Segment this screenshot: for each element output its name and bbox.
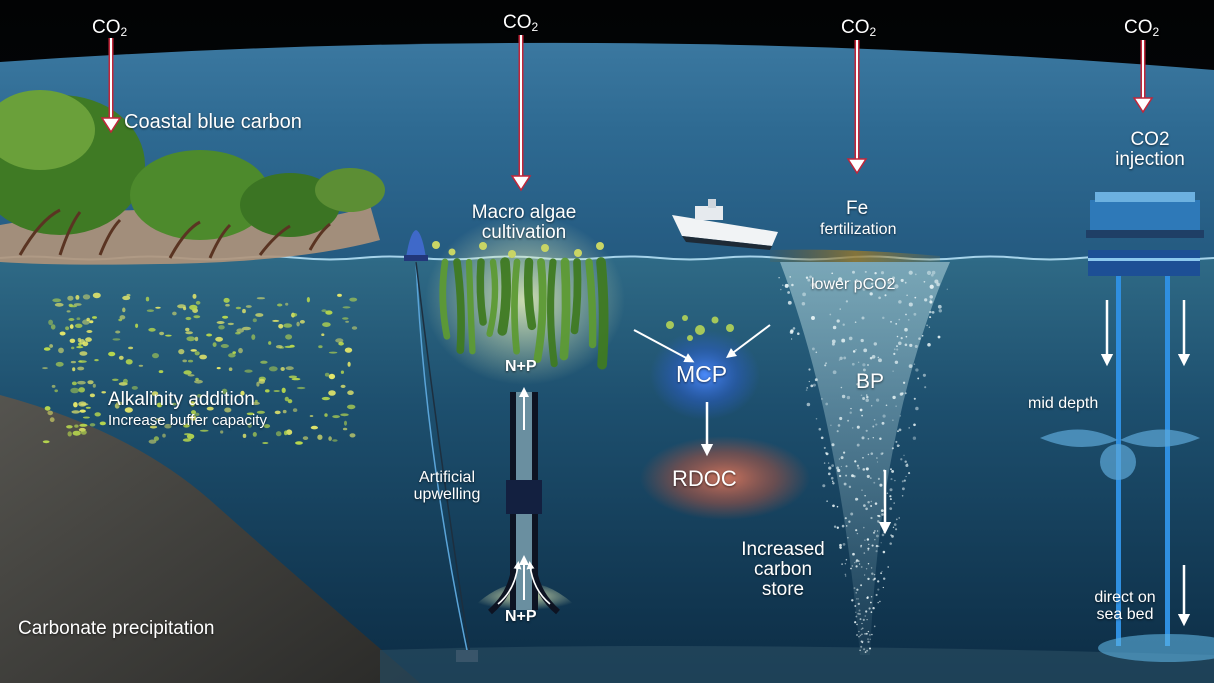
label-co2-injection-line1: CO2	[1130, 129, 1170, 150]
research-ship	[672, 199, 778, 250]
co2-symbol: CO	[841, 17, 870, 38]
co2-symbol: CO	[503, 12, 532, 33]
label-lower-pco2: lower pCO2	[811, 276, 896, 293]
label-co2-injection-line2: injection	[1115, 148, 1185, 170]
label-np-top: N+P	[505, 358, 537, 375]
co2-arrow	[100, 38, 122, 134]
co2-subscript: 2	[531, 20, 539, 34]
label-direct-on-sea-bed: direct on sea bed	[1082, 589, 1168, 624]
macro-algae-farm	[425, 215, 625, 385]
label-artificial-upwelling: Artificial upwelling	[404, 469, 490, 504]
co2-arrows	[100, 35, 1154, 192]
co2-injection-platform	[1040, 192, 1214, 662]
co2-symbol: CO	[1124, 17, 1153, 38]
co2-subscript: 2	[869, 25, 877, 39]
label-macro-algae-line1: Macro algae	[471, 202, 577, 223]
label-np-bottom: N+P	[505, 608, 537, 625]
label-mcp: MCP	[676, 361, 728, 387]
label-increase-buffer: Increase buffer capacity	[108, 412, 267, 429]
label-increased-line1: Increased	[741, 539, 825, 560]
label-artificial-line2: upwelling	[413, 485, 481, 503]
co2-label-injection: CO2	[1124, 18, 1159, 39]
label-macro-algae: Macro algae cultivation	[452, 203, 596, 243]
label-mid-depth: mid depth	[1028, 395, 1099, 412]
buoy	[404, 230, 478, 662]
co2-arrow	[846, 40, 868, 175]
label-direct-line2: sea bed	[1096, 605, 1154, 623]
co2-subscript: 2	[1152, 25, 1160, 39]
label-rdoc: RDOC	[672, 466, 737, 491]
seafloor-slope	[0, 395, 420, 683]
label-macro-algae-line2: cultivation	[481, 221, 567, 243]
mangrove-island	[0, 90, 385, 265]
seafloor-flat	[380, 646, 1214, 683]
label-increased-line2: carbon	[753, 558, 813, 580]
iron-slick	[770, 249, 940, 262]
label-co2-injection: CO2 injection	[1110, 130, 1190, 170]
co2-label-algae: CO2	[503, 13, 538, 34]
alkalinity-particles	[42, 292, 358, 445]
label-increased-carbon-store: Increased carbon store	[727, 540, 839, 600]
co2-label-coastal: CO2	[92, 18, 127, 39]
co2-symbol: CO	[92, 17, 121, 38]
biological-pump-funnel	[778, 262, 950, 655]
label-bp: BP	[856, 370, 885, 393]
label-alkalinity-addition: Alkalinity addition	[108, 389, 255, 410]
co2-subscript: 2	[120, 25, 128, 39]
co2-arrow	[510, 35, 532, 192]
co2-label-fe: CO2	[841, 18, 876, 39]
label-carbonate-precipitation: Carbonate precipitation	[18, 618, 215, 639]
label-fe: Fe	[846, 198, 869, 219]
upwelling-pipe	[470, 387, 580, 615]
label-artificial-line1: Artificial	[418, 469, 475, 486]
co2-arrow	[1132, 40, 1154, 114]
label-direct-line1: direct on	[1094, 589, 1156, 606]
label-increased-line3: store	[761, 578, 805, 600]
label-fertilization: fertilization	[820, 221, 897, 238]
label-coastal-blue-carbon: Coastal blue carbon	[124, 111, 302, 133]
mcp-rdoc-process	[633, 315, 810, 520]
